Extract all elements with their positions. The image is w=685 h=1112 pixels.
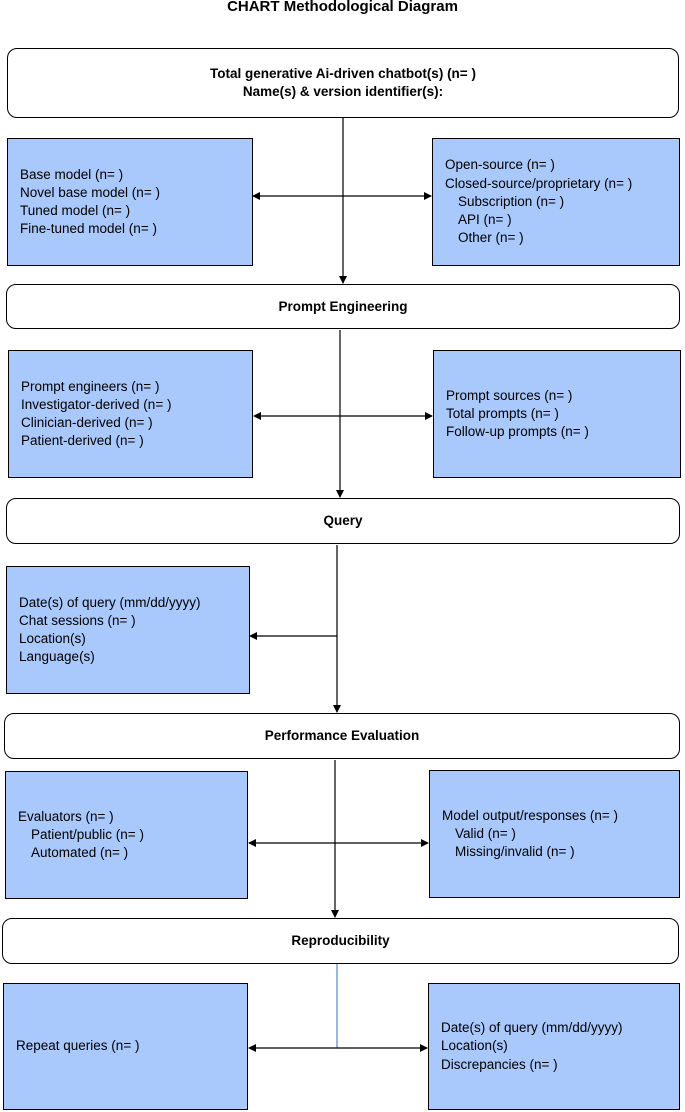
chatbots-line2: Name(s) & version identifier(s):	[242, 84, 444, 99]
box-item: Tuned model (n= )	[20, 203, 131, 218]
chatbots-line1: Total generative Ai-driven chatbot(s) (n…	[210, 66, 476, 82]
stage-chatbots: Total generative Ai-driven chatbot(s) (n…	[7, 48, 679, 118]
prompt-engineering-label: Prompt Engineering	[278, 298, 408, 314]
box-reproducibility-details: Date(s) of query (mm/dd/yyyy) Location(s…	[428, 983, 680, 1110]
box-prompt-sources: Prompt sources (n= ) Total prompts (n= )…	[433, 350, 681, 478]
performance-evaluation-label: Performance Evaluation	[264, 728, 420, 744]
box-item: Evaluators (n= )	[18, 808, 114, 824]
box-model-outputs: Model output/responses (n= ) Valid (n= )…	[429, 770, 680, 898]
box-item: Fine-tuned model (n= )	[20, 221, 157, 237]
box-item: Clinician-derived (n= )	[21, 415, 153, 430]
box-item: Date(s) of query (mm/dd/yyyy)	[19, 594, 201, 610]
box-item: Prompt sources (n= )	[446, 387, 573, 403]
box-item: Model output/responses (n= )	[442, 807, 618, 823]
box-item: Total prompts (n= )	[446, 405, 559, 421]
query-label: Query	[323, 513, 363, 529]
box-item: Follow-up prompts (n= )	[446, 424, 589, 440]
box-item: Base model (n= )	[20, 166, 124, 182]
box-item: Novel base model (n= )	[20, 184, 160, 200]
box-item: Subscription (n= )	[458, 193, 565, 209]
box-item: Location(s)	[19, 631, 86, 646]
diagram-title: CHART Methodological Diagram	[227, 0, 458, 15]
box-item: Patient/public (n= )	[31, 826, 144, 842]
box-item: Prompt engineers (n= )	[21, 378, 160, 394]
box-item: Chat sessions (n= )	[19, 612, 136, 628]
box-item: Discrepancies (n= )	[441, 1056, 558, 1072]
box-repeat-queries: Repeat queries (n= )	[3, 983, 248, 1110]
box-query-details: Date(s) of query (mm/dd/yyyy) Chat sessi…	[6, 566, 250, 694]
box-evaluators: Evaluators (n= ) Patient/public (n= ) Au…	[5, 771, 248, 899]
box-item: Patient-derived (n= )	[21, 433, 144, 449]
box-item: Closed-source/proprietary (n= )	[445, 175, 633, 191]
box-item: Valid (n= )	[455, 825, 516, 841]
box-model-type: Base model (n= ) Novel base model (n= ) …	[7, 138, 253, 266]
box-item: Open-source (n= )	[445, 157, 555, 173]
box-item: Other (n= )	[458, 230, 524, 246]
stage-performance-evaluation: Performance Evaluation	[4, 713, 680, 759]
stage-reproducibility: Reproducibility	[2, 918, 679, 964]
stage-prompt-engineering: Prompt Engineering	[6, 284, 680, 329]
box-item: Repeat queries (n= )	[16, 1038, 140, 1054]
box-item: Automated (n= )	[31, 845, 129, 861]
stage-query: Query	[6, 498, 680, 544]
box-item: Location(s)	[441, 1038, 508, 1054]
box-item: Investigator-derived (n= )	[21, 396, 172, 412]
reproducibility-label: Reproducibility	[291, 933, 390, 949]
box-source-type: Open-source (n= ) Closed-source/propriet…	[432, 138, 680, 266]
box-item: Language(s)	[19, 649, 95, 665]
box-item: Date(s) of query (mm/dd/yyyy)	[441, 1020, 623, 1036]
box-item: API (n= )	[458, 212, 512, 228]
box-prompt-engineers: Prompt engineers (n= ) Investigator-deri…	[8, 350, 253, 478]
box-item: Missing/invalid (n= )	[455, 844, 575, 860]
